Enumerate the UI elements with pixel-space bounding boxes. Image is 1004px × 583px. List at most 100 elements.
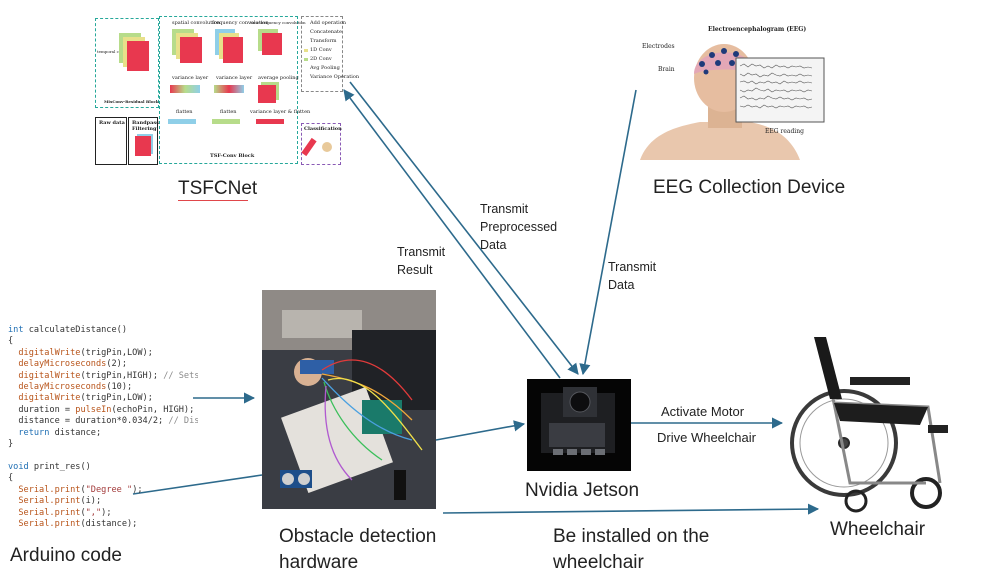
code-line: delayMicroseconds(10); <box>8 382 198 393</box>
code-token: Serial.print <box>8 496 81 507</box>
variance-label-2: variance layer <box>216 75 253 81</box>
code-token: int <box>8 325 29 335</box>
code-line: Serial.print(","); <box>8 508 198 519</box>
code-line: { <box>8 473 198 484</box>
obstacle-hardware-label-1: Obstacle detection <box>279 526 437 547</box>
transmit-result-label-2: Result <box>397 263 433 277</box>
code-token: Serial.print <box>8 484 81 495</box>
code-line <box>8 450 198 461</box>
code-token: delayMicroseconds <box>8 382 107 393</box>
code-line: return distance; <box>8 428 198 439</box>
code-token: Serial.print <box>8 507 81 518</box>
transmit-pre-label-2: Preprocessed <box>480 220 558 234</box>
code-token: Serial.print <box>8 518 81 529</box>
code-token: { <box>8 473 14 484</box>
arduino-code-label: Arduino code <box>10 545 122 566</box>
eeg-head-illustration <box>640 44 825 160</box>
code-token: return <box>8 427 55 438</box>
arrow-hardware-to-jetson <box>435 420 526 441</box>
code-line: Serial.print(distance); <box>8 519 198 530</box>
flatten-label-1: flatten <box>176 109 193 115</box>
classification-box: Classification <box>301 123 342 165</box>
code-line: { <box>8 336 198 347</box>
code-line: duration = pulseIn(echoPin, HIGH); // Re… <box>8 405 198 416</box>
spatial-conv-label: spatial convolution <box>172 20 221 26</box>
transmit-data-label-1: Transmit <box>608 260 657 274</box>
obstacle-hardware-photo <box>262 290 436 509</box>
code-line: void print_res() <box>8 462 198 473</box>
code-token: "," <box>85 507 102 518</box>
arrow-transmit-data <box>579 89 637 376</box>
code-token: pulseIn <box>75 404 112 415</box>
code-token: calculateDistance() <box>28 325 128 335</box>
frequency-conv-label: frequency convolution <box>212 20 269 26</box>
raw-data-label: Raw data <box>99 120 125 126</box>
code-token: (i); <box>80 496 102 507</box>
eeg-reading-label: EEG reading <box>765 128 804 135</box>
drive-wheelchair-label: Drive Wheelchair <box>657 430 756 445</box>
tsf-conv-block: spatial convolution frequency convolutio… <box>159 16 310 164</box>
code-token: distance; <box>54 427 102 438</box>
var-flatten-label: variance layer & flatten <box>250 109 311 115</box>
wheelchair-illustration <box>790 337 948 513</box>
arrow-installed-on-wheelchair <box>442 503 820 515</box>
code-token <box>8 450 13 460</box>
code-token: "Degree " <box>85 484 133 495</box>
code-token: (10); <box>106 382 133 393</box>
code-token: // Distance c <box>168 416 198 427</box>
code-line: Serial.print("Degree "); <box>8 485 198 496</box>
mixconv-block: temporal convolution MixConv-Residual Bl… <box>95 18 159 108</box>
code-token: duration = <box>8 404 76 415</box>
jetson-board-illustration <box>541 387 615 455</box>
avg-pool-label: average pooling <box>258 75 299 81</box>
legend-item-1: Add operation <box>310 20 346 26</box>
code-token: void <box>8 461 34 472</box>
obstacle-hardware-label-2: hardware <box>279 552 359 573</box>
arduino-code-snippet: int calculateDistance(){ digitalWrite(tr… <box>8 325 198 536</box>
arrow-transmit-preprocessed <box>349 81 579 375</box>
code-token: ); <box>132 484 143 495</box>
classification-label: Classification <box>304 126 342 132</box>
code-token: (distance); <box>80 518 138 529</box>
flatten-label-2: flatten <box>220 109 237 115</box>
tsfcnet-label: TSFCNet <box>178 178 258 199</box>
code-token: (trigPin,LOW); <box>80 393 153 404</box>
legend-item-3: Transform <box>310 38 337 44</box>
eeg-image-title: Electroencephalogram (EEG) <box>708 26 807 33</box>
code-token: // Sets the tr <box>163 370 198 381</box>
code-line: digitalWrite(trigPin,HIGH); // Sets the … <box>8 371 198 382</box>
eeg-device-label: EEG Collection Device <box>653 177 846 198</box>
tsf-legend: Add operation Concatenate Transform 1D C… <box>301 16 359 92</box>
jetson-label: Nvidia Jetson <box>525 480 640 501</box>
code-token: digitalWrite <box>8 393 81 404</box>
code-token: print_res() <box>33 461 91 472</box>
electrodes-label: Electrodes <box>642 43 675 50</box>
code-token: (echoPin, HIGH); <box>111 404 198 415</box>
eeg-image: Electroencephalogram (EEG) Electrodes Br… <box>640 22 826 160</box>
code-token: ( <box>80 507 86 518</box>
code-token: delayMicroseconds <box>8 359 107 370</box>
mixconv-label: MixConv-Residual Block <box>104 99 159 104</box>
wheelchair-label: Wheelchair <box>830 519 926 540</box>
arrow-transmit-result <box>343 89 561 379</box>
nvidia-jetson-photo <box>527 379 631 471</box>
code-token: (trigPin,HIGH); <box>80 370 164 381</box>
code-token: (2); <box>106 359 128 370</box>
bandpass-label-1: Bandpass <box>132 120 159 126</box>
transmit-data-label-2: Data <box>608 278 635 292</box>
code-token: (trigPin,LOW); <box>80 347 153 358</box>
raw-data-box: Raw data <box>95 117 127 165</box>
code-token: { <box>8 336 14 347</box>
code-line: digitalWrite(trigPin,LOW); <box>8 348 198 359</box>
time-freq-conv-label: time-frequency convolution <box>250 20 306 25</box>
code-line: Serial.print(i); <box>8 496 198 507</box>
transmit-result-label-1: Transmit <box>397 245 446 259</box>
legend-item-2: Concatenate <box>310 29 342 35</box>
tsfcnet-underline <box>178 200 248 201</box>
legend-item-6: Avg Pooling <box>310 65 340 71</box>
tsf-block-label: TSF-Conv Block <box>210 153 255 159</box>
bandpass-label-2: Filtering <box>132 126 157 132</box>
line-code-to-hardware-lower <box>132 474 263 495</box>
legend-item-7: Variance Operation <box>310 74 360 80</box>
